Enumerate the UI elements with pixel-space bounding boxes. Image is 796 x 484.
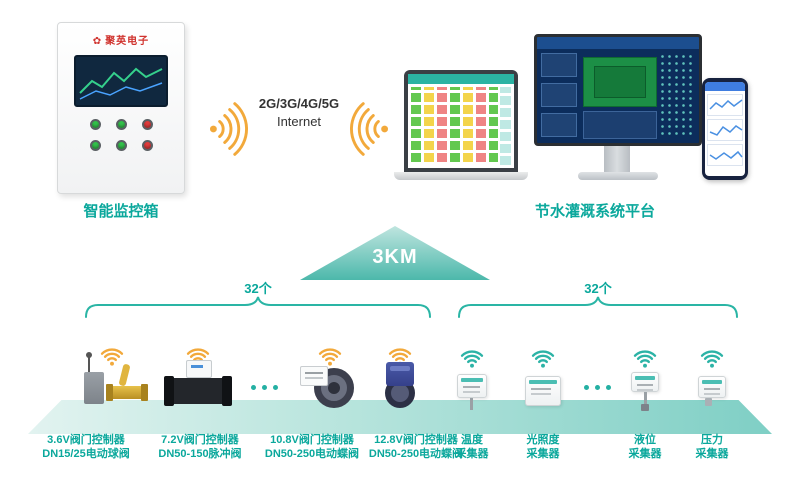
laptop-screen (408, 74, 514, 168)
indicator-light-green-icon (89, 119, 101, 130)
network-link: 2G/3G/4G/5G Internet (203, 88, 395, 170)
device-name: 3.6V阀门控制器 (47, 434, 125, 446)
device-name: 温度 (461, 434, 483, 446)
wifi-icon (633, 350, 657, 368)
valve-controller-2 (186, 360, 212, 378)
device-desc: 采集器 (695, 448, 729, 460)
device-desc: DN50-150脉冲阀 (158, 448, 242, 460)
device-label: 10.8V阀门控制器 DN50-250电动蝶阀 (256, 433, 368, 461)
indicator-lights-row1 (58, 119, 184, 130)
control-cabinet: ✿聚英电子 (57, 22, 185, 194)
device-desc: DN15/25电动球阀 (42, 448, 130, 460)
monitor-stand (604, 146, 630, 172)
device-name: 光照度 (526, 434, 560, 446)
device-name: 7.2V阀门控制器 (161, 434, 239, 446)
laptop-app-header (408, 74, 514, 84)
dashboard-panel (541, 113, 577, 137)
monitor-base (578, 172, 658, 180)
status-grid (411, 87, 498, 165)
brand-name: 聚英电子 (105, 36, 150, 47)
ellipsis-right (584, 385, 611, 390)
indicator-lights-row2 (58, 140, 184, 151)
level-probe (644, 392, 647, 406)
dashboard-table (583, 111, 657, 139)
device-label: 3.6V阀门控制器 DN15/25电动球阀 (30, 433, 142, 461)
cabinet-screen (74, 55, 168, 107)
coverage-triangle (300, 226, 490, 280)
indicator-light-red-icon (141, 119, 153, 130)
wifi-icon (460, 350, 484, 368)
wifi-signal-left-icon (209, 102, 248, 156)
device-label: 压力 采集器 (682, 433, 742, 461)
platform-label: 节水灌溉系统平台 (534, 203, 655, 220)
dashboard-map (659, 53, 695, 137)
device-label: 光照度 采集器 (513, 433, 573, 461)
monitor-screen (534, 34, 702, 146)
indicator-light-green-icon (115, 140, 127, 151)
phone-chart (707, 94, 743, 116)
indicator-light-green-icon (115, 119, 127, 130)
device-label: 12.8V阀门控制器 DN50-250电动蝶阀 (360, 433, 472, 461)
valve-controller-3 (300, 366, 328, 386)
device-count-left: 32个 (244, 281, 272, 296)
indicator-light-green-icon (89, 140, 101, 151)
device-desc: DN50-250电动蝶阀 (368, 448, 464, 460)
pcb-board-image (583, 57, 657, 107)
level-collector (631, 372, 659, 392)
indicator-light-red-icon (141, 140, 153, 151)
dashboard-panel (541, 53, 577, 77)
valve-controller-4 (386, 362, 414, 386)
device-name: 压力 (701, 434, 723, 446)
device-name: 10.8V阀门控制器 (270, 434, 354, 446)
device-desc: 采集器 (628, 448, 662, 460)
valve-controller-1 (84, 372, 104, 404)
temperature-collector (457, 374, 487, 398)
group-brace-right-icon (458, 296, 738, 318)
status-side-column (500, 87, 511, 165)
ellipsis-left (251, 385, 278, 390)
pressure-port (705, 398, 712, 406)
level-sensor-tip (641, 404, 649, 411)
temperature-probe (470, 398, 473, 410)
brand-logo: ✿聚英电子 (58, 32, 184, 47)
phone-app-header (705, 82, 745, 91)
antenna-icon (86, 352, 92, 372)
phone-screen (705, 82, 745, 176)
phone (702, 78, 748, 180)
wifi-signal-right-icon (350, 102, 389, 156)
wifi-icon (318, 348, 342, 366)
pressure-collector (698, 376, 726, 398)
coverage-range-label: 3KM (372, 246, 418, 268)
laptop (404, 70, 518, 172)
light-collector (525, 376, 561, 406)
wifi-icon (700, 350, 724, 368)
dashboard-panel (541, 83, 577, 107)
wifi-icon (100, 348, 124, 366)
device-desc: 采集器 (526, 448, 560, 460)
electric-ball-valve (106, 384, 148, 401)
device-name: 12.8V阀门控制器 (374, 434, 458, 446)
phone-chart (707, 119, 743, 141)
device-label: 温度 采集器 (442, 433, 502, 461)
network-generations: 2G/3G/4G/5G (258, 96, 340, 111)
ball-valve-handle (118, 363, 131, 387)
brand-flower-icon: ✿ (92, 36, 103, 47)
device-desc: DN50-250电动蝶阀 (264, 448, 360, 460)
device-label: 液位 采集器 (615, 433, 675, 461)
device-name: 液位 (634, 434, 656, 446)
device-count-right: 32个 (584, 281, 612, 296)
device-desc: 采集器 (455, 448, 489, 460)
wifi-icon (531, 350, 555, 368)
pulse-valve (164, 376, 232, 406)
cabinet-screen-chart-icon (79, 67, 163, 100)
device-label: 7.2V阀门控制器 DN50-150脉冲阀 (144, 433, 256, 461)
network-text: 2G/3G/4G/5G Internet (251, 96, 347, 129)
phone-chart (707, 144, 743, 166)
cabinet-label: 智能监控箱 (83, 203, 159, 220)
group-brace-left-icon (85, 296, 431, 318)
laptop-base (394, 172, 528, 180)
dashboard-header (537, 37, 699, 49)
network-internet: Internet (276, 114, 322, 129)
